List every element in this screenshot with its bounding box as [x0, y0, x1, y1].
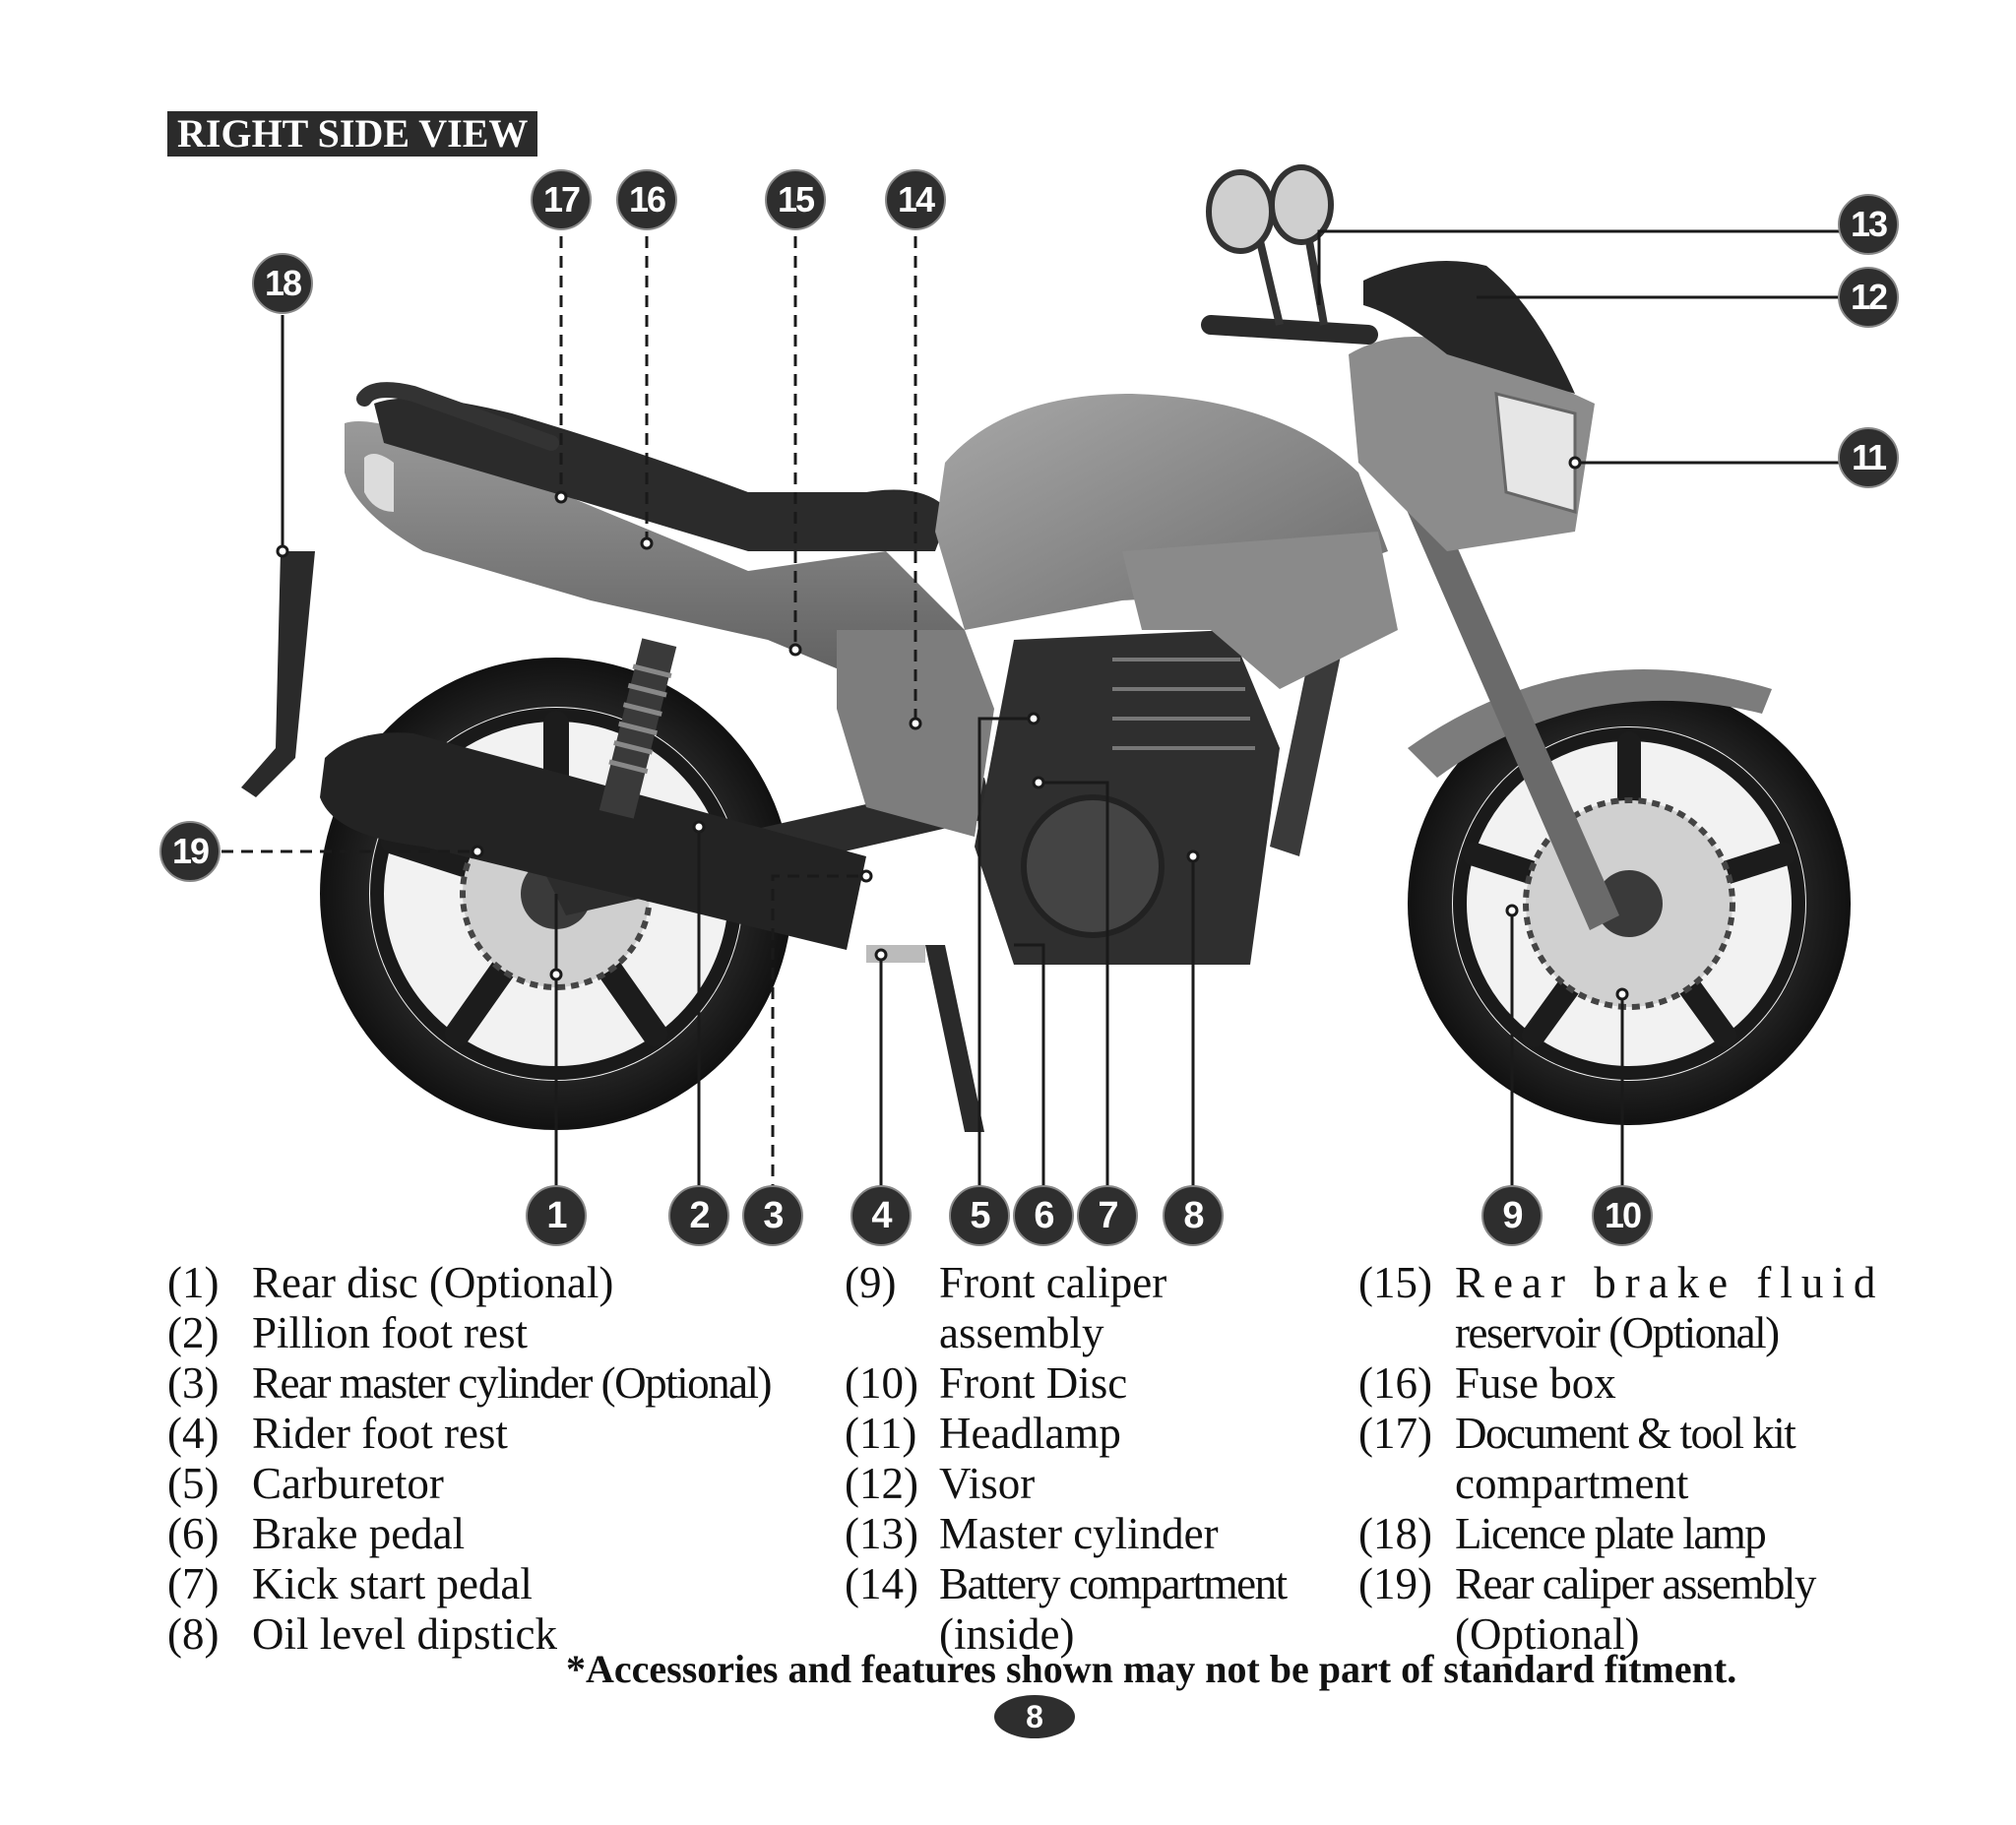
callout-5: 5 — [949, 1185, 1010, 1246]
callout-15: 15 — [765, 169, 826, 230]
legend-column-2: (9)Front caliper assembly (10)Front Disc… — [845, 1258, 1288, 1660]
legend-item: (4)Rider foot rest — [167, 1409, 508, 1458]
callout-14: 14 — [885, 169, 946, 230]
callout-9: 9 — [1481, 1185, 1543, 1246]
leader-lines — [221, 229, 1841, 1196]
callout-3: 3 — [742, 1185, 803, 1246]
legend-item: (8)Oil level dipstick — [167, 1609, 557, 1659]
legend-item: (19)Rear caliper assembly — [1358, 1559, 1816, 1608]
callout-10: 10 — [1592, 1185, 1653, 1246]
legend-item: reservoir (Optional) — [1455, 1308, 1780, 1357]
callout-8: 8 — [1163, 1185, 1224, 1246]
callout-7: 7 — [1077, 1185, 1138, 1246]
legend-item: (9)Front caliper — [845, 1258, 1167, 1307]
motorcycle-diagram — [221, 164, 1851, 1196]
legend-item: (7)Kick start pedal — [167, 1559, 533, 1608]
legend-item: (6)Brake pedal — [167, 1509, 466, 1558]
callout-19: 19 — [159, 821, 220, 882]
legend-item: (13)Master cylinder — [845, 1509, 1219, 1558]
page-number: 8 — [994, 1695, 1075, 1738]
legend-item: (inside) — [939, 1609, 1075, 1659]
callout-16: 16 — [616, 169, 677, 230]
legend-item: (2)Pillion foot rest — [167, 1308, 528, 1357]
callout-12: 12 — [1838, 267, 1899, 328]
legend-item: (5)Carburetor — [167, 1459, 444, 1508]
section-title: RIGHT SIDE VIEW — [167, 111, 538, 157]
legend-item: assembly — [939, 1308, 1104, 1357]
legend-item: (3)Rear master cylinder (Optional) — [167, 1358, 773, 1408]
callout-17: 17 — [531, 169, 592, 230]
legend-column-1: (1)Rear disc (Optional) (2)Pillion foot … — [167, 1258, 773, 1660]
legend-column-3: (15)Rear brake fluid reservoir (Optional… — [1358, 1258, 1884, 1660]
legend-item: (15)Rear brake fluid — [1358, 1258, 1885, 1307]
callout-4: 4 — [850, 1185, 912, 1246]
legend-item: (17)Document & tool kit — [1358, 1409, 1796, 1458]
legend-item: (11)Headlamp — [845, 1409, 1121, 1458]
callout-1: 1 — [526, 1185, 587, 1246]
footnote: *Accessories and features shown may not … — [566, 1647, 1737, 1691]
callout-18: 18 — [252, 253, 313, 314]
callout-6: 6 — [1013, 1185, 1074, 1246]
legend-item: compartment — [1455, 1459, 1689, 1508]
legend-item: (18)Licence plate lamp — [1358, 1509, 1767, 1558]
legend-item: (12)Visor — [845, 1459, 1036, 1508]
legend-item: (Optional) — [1455, 1609, 1640, 1659]
legend-item: (10)Front Disc — [845, 1358, 1128, 1408]
callout-2: 2 — [668, 1185, 729, 1246]
callout-13: 13 — [1838, 194, 1899, 255]
legend-item: (1)Rear disc (Optional) — [167, 1258, 614, 1307]
legend-item: (14)Battery compartment — [845, 1559, 1288, 1608]
callout-11: 11 — [1838, 427, 1899, 488]
legend-item: (16)Fuse box — [1358, 1358, 1616, 1408]
